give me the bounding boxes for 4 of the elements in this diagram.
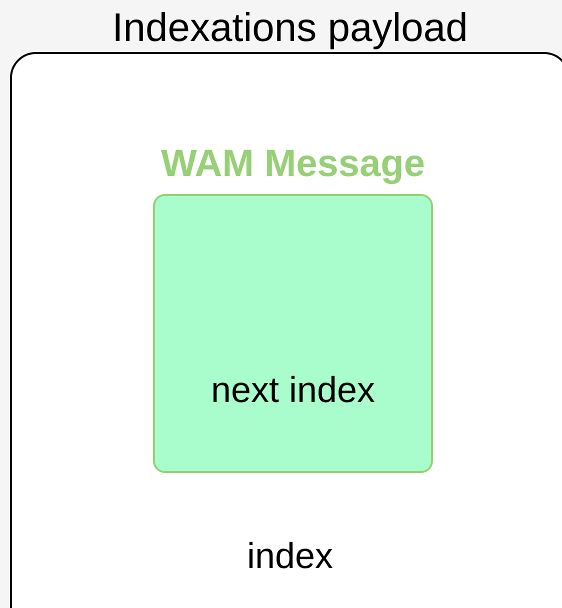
box-label: next index (210, 370, 376, 410)
box-label: index (246, 536, 334, 576)
box-heading: WAM Message (161, 144, 425, 186)
box-heading: Indexations payload (112, 6, 468, 50)
